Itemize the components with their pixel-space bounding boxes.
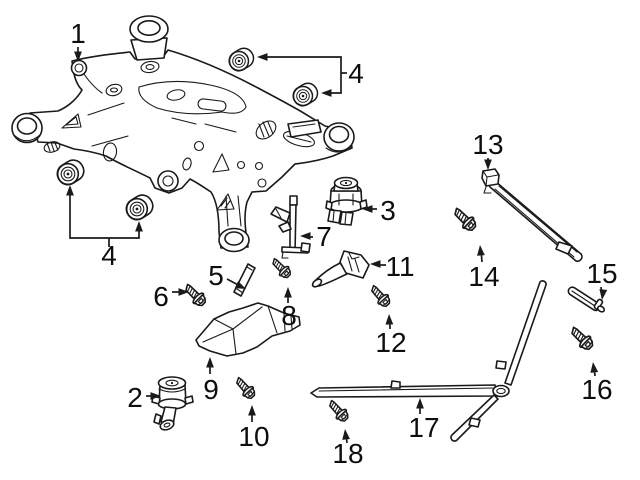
arrowhead-icon — [342, 429, 350, 440]
part-damper-3 — [325, 176, 368, 226]
callout-3-2[interactable]: 3 — [362, 195, 396, 226]
part-bolt-10 — [231, 373, 259, 402]
callout-number: 7 — [316, 221, 332, 252]
callout-5-5[interactable]: 5 — [208, 260, 247, 293]
callout-4-4[interactable]: 4 — [66, 185, 143, 271]
callout-1-0[interactable]: 1 — [70, 18, 86, 62]
arrowhead-icon — [135, 221, 143, 232]
arrowhead-icon — [74, 51, 82, 62]
callout-number: 5 — [208, 260, 224, 291]
callout-number: 16 — [581, 374, 612, 405]
callout-15-15[interactable]: 15 — [586, 258, 618, 300]
callout-number: 13 — [472, 129, 503, 160]
part-bracket-11 — [311, 250, 370, 288]
part-bolt-18 — [324, 396, 352, 425]
part-pin-5 — [233, 263, 256, 297]
callout-number: 12 — [375, 327, 406, 358]
arrowhead-icon — [248, 405, 256, 416]
arrowhead-icon — [321, 89, 332, 97]
arrowhead-icon — [477, 245, 485, 256]
part-plate-9 — [195, 302, 301, 357]
arrowhead-icon — [362, 205, 373, 213]
part-brace-17 — [310, 280, 547, 442]
arrowhead-icon — [300, 232, 311, 240]
part-bushing-upper-b — [288, 79, 322, 111]
part-brace-13 — [481, 168, 583, 263]
callout-10-10[interactable]: 10 — [238, 405, 270, 452]
callout-13-13[interactable]: 13 — [472, 129, 504, 170]
part-bolt-16 — [566, 323, 597, 354]
callout-12-12[interactable]: 12 — [375, 314, 407, 358]
arrowhead-icon — [206, 357, 214, 368]
arrowhead-icon — [599, 289, 608, 300]
callout-number: 9 — [203, 374, 219, 405]
callout-number: 18 — [332, 438, 363, 469]
callout-number: 3 — [380, 195, 396, 226]
arrowhead-icon — [284, 287, 292, 298]
callout-number: 6 — [153, 281, 169, 312]
callout-number: 17 — [408, 412, 439, 443]
callout-16-16[interactable]: 16 — [581, 362, 613, 405]
arrowhead-icon — [484, 159, 492, 170]
part-damper-2 — [151, 376, 194, 431]
callout-4-3[interactable]: 4 — [257, 53, 364, 97]
callout-18-18[interactable]: 18 — [332, 429, 364, 469]
arrowhead-icon — [150, 392, 161, 400]
callout-14-14[interactable]: 14 — [468, 245, 500, 292]
arrowhead-icon — [178, 288, 189, 296]
callout-number: 14 — [468, 261, 499, 292]
part-bolt-8 — [267, 254, 294, 281]
part-bushing-lower-a — [52, 155, 89, 190]
callout-number: 15 — [586, 258, 617, 289]
arrowhead-icon — [370, 260, 381, 268]
part-bolt-12 — [366, 281, 394, 310]
callout-number: 1 — [70, 18, 86, 49]
callout-9-9[interactable]: 9 — [203, 357, 219, 405]
callout-number: 2 — [127, 382, 143, 413]
arrowhead-icon — [416, 398, 424, 409]
leader-line — [69, 190, 140, 239]
callout-8-8[interactable]: 8 — [281, 287, 297, 331]
part-link-15 — [567, 286, 606, 313]
callout-number: 10 — [238, 421, 269, 452]
arrowhead-icon — [590, 362, 599, 373]
part-bolt-6 — [180, 280, 210, 310]
part-bushing-lower-b — [121, 190, 158, 225]
arrowhead-icon — [257, 53, 268, 61]
callout-number: 8 — [281, 300, 297, 331]
arrowhead-icon — [385, 314, 394, 325]
part-bolt-14 — [449, 204, 480, 235]
part-bushing-upper-a — [224, 44, 258, 76]
arrowhead-icon — [234, 281, 246, 289]
callout-11-11[interactable]: 11 — [370, 251, 415, 282]
callout-number: 4 — [348, 58, 364, 89]
callout-2-1[interactable]: 2 — [127, 382, 161, 413]
callout-7-7[interactable]: 7 — [300, 221, 332, 252]
part-bracket-7 — [270, 195, 311, 259]
leader-line — [262, 56, 342, 94]
callout-17-17[interactable]: 17 — [408, 398, 440, 443]
callout-6-6[interactable]: 6 — [153, 281, 189, 312]
callout-number: 11 — [385, 251, 414, 282]
callout-number: 4 — [101, 240, 117, 271]
part-crossmember — [11, 15, 355, 253]
arrowhead-icon — [66, 185, 74, 196]
